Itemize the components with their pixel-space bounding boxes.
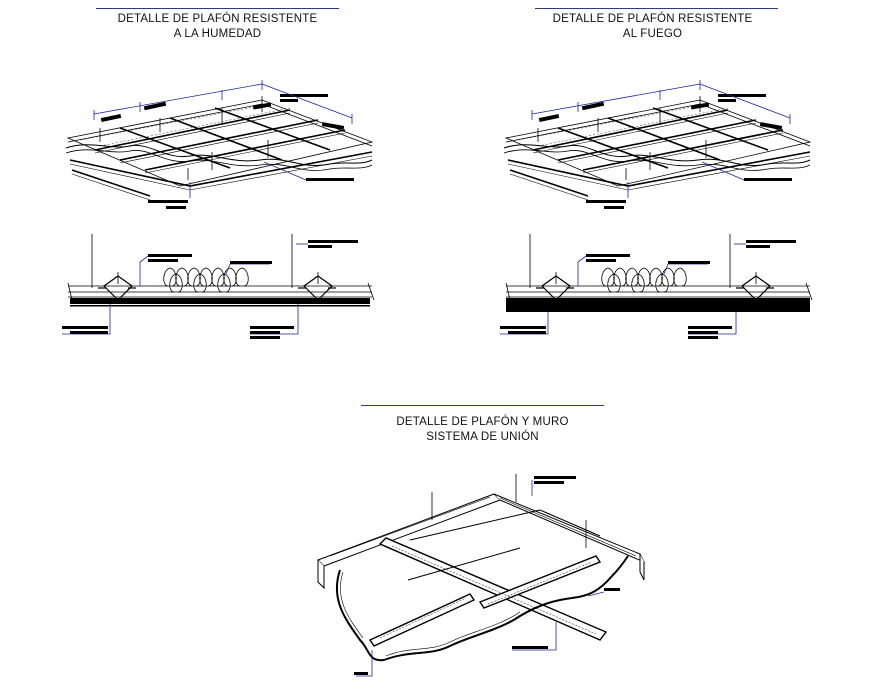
title-fuego-line2: AL FUEGO — [622, 28, 683, 40]
section-humedad — [61, 233, 375, 340]
title-union: DETALLE DE PLAFÓN Y MURO SISTEMA DE UNIÓ… — [361, 415, 604, 445]
iso-grid-fuego — [503, 79, 811, 210]
title-humedad: DETALLE DE PLAFÓN RESISTENTE A LA HUMEDA… — [96, 12, 339, 42]
iso-grid-humedad — [65, 79, 373, 210]
title-fuego: DETALLE DE PLAFÓN RESISTENTE AL FUEGO — [535, 12, 770, 42]
title-union-line2: SISTEMA DE UNIÓN — [426, 431, 539, 443]
title-rule-union — [361, 405, 604, 406]
title-union-line1: DETALLE DE PLAFÓN Y MURO — [396, 416, 569, 428]
iso-union-system — [317, 474, 646, 677]
title-humedad-line2: A LA HUMEDAD — [173, 28, 262, 40]
title-rule-humedad — [96, 8, 339, 9]
section-fuego — [499, 233, 813, 340]
title-rule-fuego — [535, 8, 778, 9]
title-fuego-line1: DETALLE DE PLAFÓN RESISTENTE — [552, 13, 753, 25]
title-humedad-line1: DETALLE DE PLAFÓN RESISTENTE — [117, 13, 318, 25]
